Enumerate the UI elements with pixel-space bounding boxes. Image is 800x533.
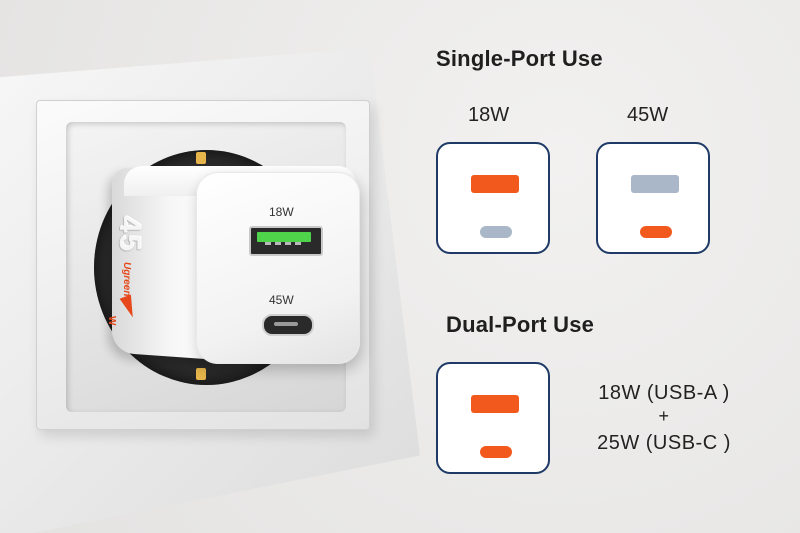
usb-a-icon bbox=[471, 395, 519, 413]
usb-c-icon bbox=[480, 446, 512, 458]
dual-port-heading: Dual-Port Use bbox=[446, 312, 595, 337]
brand-unit-text: W bbox=[106, 316, 117, 326]
ground-clip-bottom bbox=[196, 368, 206, 380]
dual-port-line-2: 25W (USB-C ) bbox=[597, 432, 731, 454]
usb-c-icon bbox=[480, 226, 512, 238]
usb-c-port bbox=[262, 314, 314, 336]
usb-a-port bbox=[249, 226, 323, 256]
usb-a-tongue bbox=[257, 232, 311, 242]
usb-c-icon bbox=[640, 226, 672, 238]
single-port-card-18w bbox=[436, 142, 550, 254]
dual-port-plus: + bbox=[658, 406, 670, 426]
ground-clip-top bbox=[196, 152, 206, 164]
usb-a-port-label: 18W bbox=[269, 205, 294, 219]
single-port-option-label: 18W bbox=[468, 104, 510, 126]
dual-port-line-1: 18W (USB-A ) bbox=[598, 382, 730, 404]
single-port-heading: Single-Port Use bbox=[436, 46, 603, 71]
usb-c-tongue bbox=[274, 322, 298, 326]
single-port-card-45w bbox=[596, 142, 710, 254]
dual-port-card bbox=[436, 362, 550, 474]
usb-c-port-label: 45W bbox=[269, 293, 294, 307]
usb-a-icon bbox=[471, 175, 519, 193]
usb-a-pins bbox=[265, 242, 303, 245]
single-port-option-label: 45W bbox=[627, 104, 669, 126]
brand-logo: Ugreen bbox=[121, 262, 132, 297]
brand-power-text: 45 bbox=[113, 216, 146, 254]
usb-a-icon bbox=[631, 175, 679, 193]
